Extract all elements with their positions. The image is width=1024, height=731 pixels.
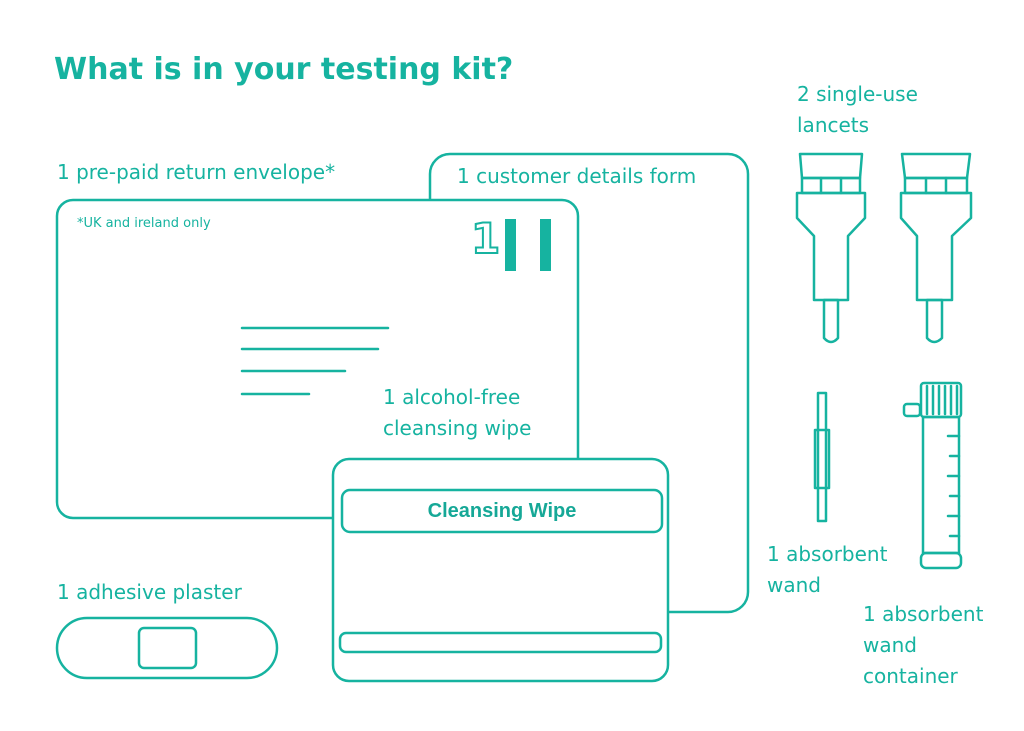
wipe-packet-text: Cleansing Wipe [427, 499, 577, 522]
wand-container-icon [902, 381, 963, 570]
container-label-line1: 1 absorbent [863, 602, 984, 626]
envelope-address-lines [240, 326, 390, 396]
envelope-stamp-number: 1 [470, 213, 501, 264]
wipe-label-line2: cleansing wipe [383, 416, 532, 440]
wipe-label-line1: 1 alcohol-free [383, 385, 521, 409]
plaster-label: 1 adhesive plaster [57, 580, 242, 604]
lancets-label-line2: lancets [797, 113, 870, 137]
envelope-label: 1 pre-paid return envelope* [57, 160, 336, 184]
container-label-line3: container [863, 664, 958, 688]
wand-label-line2: wand [767, 573, 821, 597]
envelope-stamp-bars-icon [505, 219, 551, 271]
lancet-icon [795, 152, 867, 344]
plaster-pad [137, 626, 198, 670]
wipe-packet-label-band [340, 488, 664, 534]
lancets-label-line1: 2 single-use [797, 82, 918, 106]
envelope-note: *UK and ireland only [77, 216, 211, 231]
plaster-shape [55, 616, 279, 680]
page-title: What is in your testing kit? [54, 52, 514, 87]
lancet-icon [899, 152, 973, 344]
wipe-packet-shape [331, 457, 670, 683]
absorbent-wand-icon [813, 391, 831, 523]
wand-label-line1: 1 absorbent [767, 542, 888, 566]
wipe-packet-tear-strip [338, 631, 663, 654]
customer-form-label: 1 customer details form [457, 164, 697, 188]
container-label-line2: wand [863, 633, 917, 657]
envelope-shape [55, 198, 580, 520]
